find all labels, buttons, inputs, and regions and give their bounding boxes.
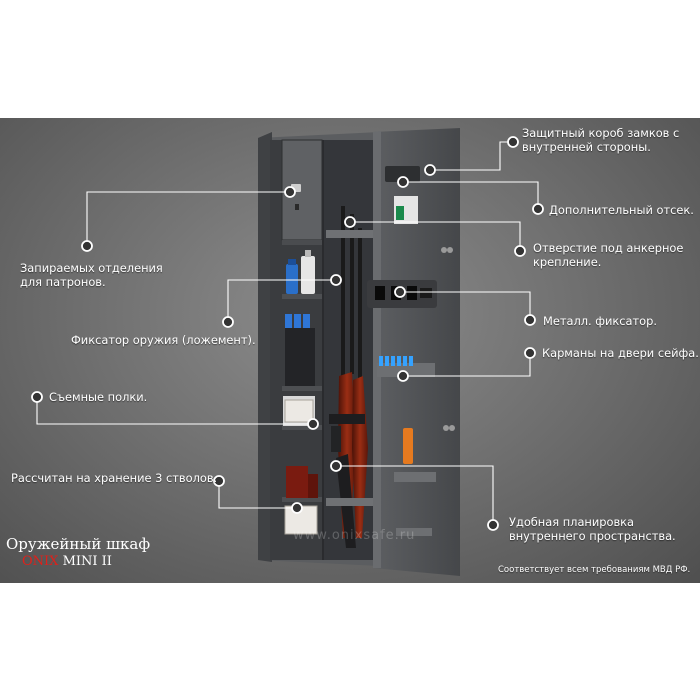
callout-line: Отверстие под анкерное (533, 241, 684, 255)
ammo-box-icon (286, 466, 308, 498)
safe-door (367, 128, 460, 576)
bottle-icon (301, 256, 315, 294)
callout-extra-compartment: Дополнительный отсек. (549, 203, 694, 217)
keyhole-icon (295, 204, 299, 210)
callout-door-pockets: Карманы на двери сейфа. (542, 346, 699, 360)
callout-lines (36, 141, 539, 525)
callout-interior-layout: Удобная планировка внутреннего пространс… (509, 515, 676, 543)
door-pocket (377, 363, 435, 377)
callout-removable-shelves: Съемные полки. (49, 390, 148, 404)
shelves (282, 294, 322, 502)
product-title: Оружейный шкаф ONIX MINI II (6, 535, 150, 571)
bottom-holder (326, 498, 374, 506)
model-name: MINI II (62, 554, 112, 569)
callout-line: крепление. (533, 255, 602, 269)
callout-line: Удобная планировка (509, 515, 635, 529)
callout-line: для патронов. (20, 275, 106, 289)
bottle-icon (286, 264, 298, 294)
marker-protective-box (507, 136, 519, 148)
marker-gun-holder (222, 316, 234, 328)
marker-metal-clamp (524, 314, 536, 326)
marker-door-pockets (524, 347, 536, 359)
marker-ammo-compartments (81, 240, 93, 252)
callout-ammo-compartments: Запираемых отделения для патронов. (20, 261, 163, 289)
compliance-note: Соответствует всем требованиям МВД РФ. (498, 565, 691, 575)
product-title-line1: Оружейный шкаф (6, 535, 151, 553)
infographic-stage: Защитный короб замков с внутренней сторо… (0, 118, 700, 583)
callout-line: Запираемых отделения (20, 261, 163, 275)
rifles (329, 206, 368, 548)
holster-icon (285, 328, 315, 386)
gun-holder (326, 230, 374, 238)
bottle-icon (403, 428, 413, 464)
safe-illustration (31, 128, 544, 576)
marker-anchor-hole (514, 245, 526, 257)
callout-line: Защитный короб замков с (522, 126, 680, 140)
callout-line: внутренней стороны. (522, 140, 651, 154)
watermark: www.onixsafe.ru (293, 528, 416, 543)
shelf-items (283, 250, 318, 535)
marker-extra-compartment (532, 203, 544, 215)
callout-metal-clamp: Металл. фиксатор. (543, 314, 657, 328)
marker-barrel-capacity (213, 475, 225, 487)
protective-lock-box (385, 166, 420, 182)
callout-gun-holder: Фиксатор оружия (ложемент). (71, 333, 256, 347)
callout-line: внутреннего пространства. (509, 529, 676, 543)
product-model-line: ONIX MINI II (6, 553, 150, 571)
callout-barrel-capacity: Рассчитан на хранение 3 стволов. (11, 471, 218, 485)
callout-markers (31, 136, 544, 531)
callout-protective-box: Защитный короб замков с внутренней сторо… (522, 126, 679, 154)
marker-interior-layout (487, 519, 499, 531)
marker-removable-shelves (31, 391, 43, 403)
brand-name: ONIX (22, 554, 59, 569)
callout-anchor-hole: Отверстие под анкерное крепление. (533, 241, 683, 269)
